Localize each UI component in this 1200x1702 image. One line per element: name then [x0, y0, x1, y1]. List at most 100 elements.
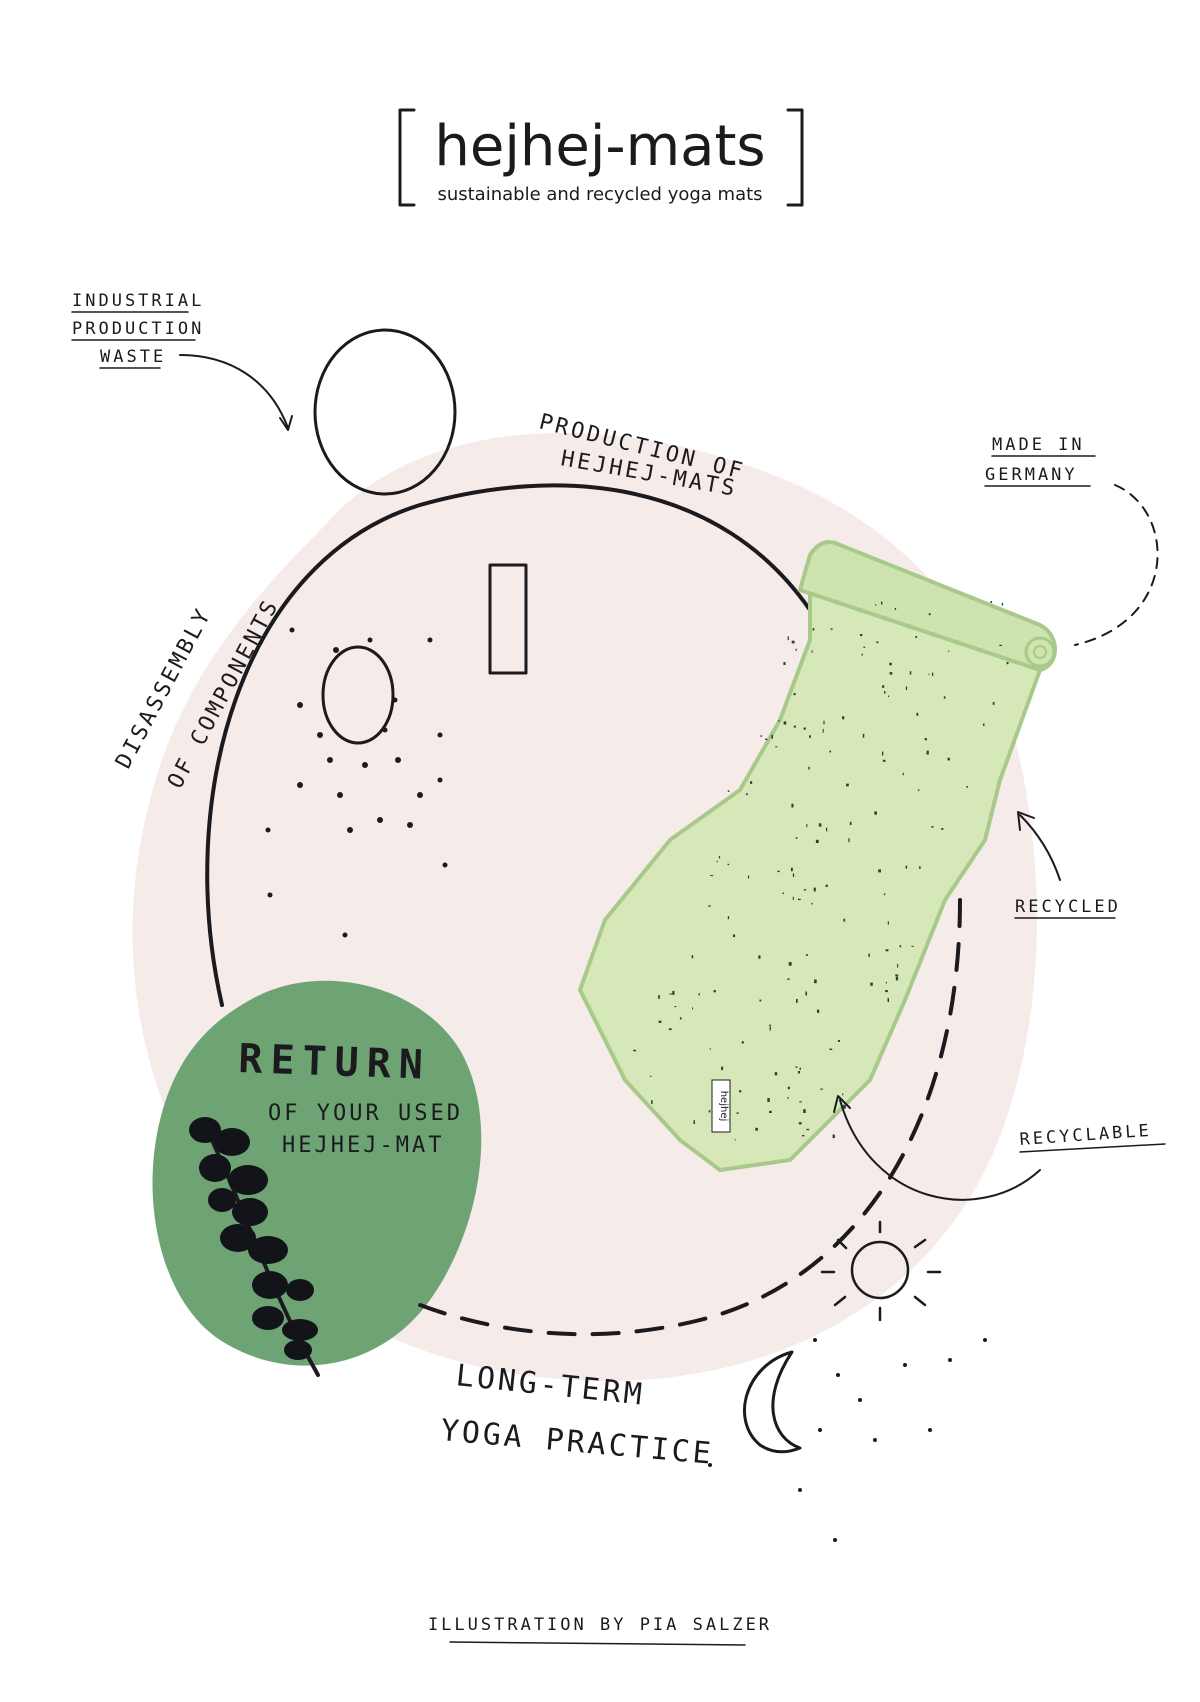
mat-speckle	[713, 990, 716, 993]
mat-speckle	[948, 650, 950, 652]
mat-speckle	[1001, 602, 1003, 606]
mat-speckle	[911, 945, 914, 947]
mat-speckle	[878, 869, 881, 873]
component-rect	[488, 563, 528, 675]
made-in-line-2: GERMANY	[985, 465, 1078, 485]
mat-tag	[711, 1079, 731, 1133]
mat-speckle	[992, 702, 995, 705]
mat-speckle	[716, 860, 718, 863]
mat-speckle	[795, 837, 798, 839]
yoga-mat: hejhej	[577, 540, 1057, 1173]
mat-speckle	[897, 963, 899, 968]
mat-speckle	[809, 735, 811, 738]
mat-speckle	[783, 662, 786, 665]
recycled-label: RECYCLED	[1015, 897, 1121, 917]
mat-speckle	[747, 875, 750, 879]
mat-speckle	[787, 1097, 789, 1099]
mat-speckle	[787, 978, 790, 980]
mat-speckle	[668, 1028, 672, 1031]
mat-speckle	[909, 671, 912, 675]
mat-speckle	[798, 1122, 802, 1125]
mat-speckle	[919, 866, 921, 869]
mat-speckle	[693, 1120, 695, 1124]
mat-speckle	[795, 1066, 798, 1068]
mat-speckle	[741, 1041, 744, 1044]
mat-speckle	[669, 993, 673, 995]
mat-speckle	[755, 1127, 758, 1131]
mat-speckle	[932, 672, 934, 676]
footer-credit: ILLUSTRATION BY PIA SALZER	[428, 1615, 772, 1646]
mat-speckle	[837, 1040, 840, 1042]
mat-speckle	[982, 723, 985, 726]
mat-speckle	[708, 905, 711, 907]
mat-speckle	[868, 953, 870, 957]
label-return: RETURN OF YOUR USED HEJHEJ-MAT	[238, 1036, 460, 1158]
mat-speckle	[846, 783, 849, 787]
mat-speckle	[806, 823, 808, 828]
mat-speckle	[928, 613, 931, 616]
brand-logo: hejhej-mats sustainable and recycled yog…	[398, 108, 804, 207]
mat-speckle	[698, 993, 700, 996]
mat-speckle	[882, 685, 885, 688]
mat-speckle	[883, 893, 886, 896]
mat-speckle	[916, 712, 919, 716]
mat-speckle	[799, 1101, 802, 1103]
mat-speckle	[905, 686, 908, 690]
mat-speckle	[814, 979, 817, 984]
credit-text: ILLUSTRATION BY PIA SALZER	[428, 1615, 772, 1635]
mat-speckle	[812, 628, 815, 631]
mat-speckle	[733, 934, 736, 937]
mat-speckle	[825, 884, 828, 887]
mat-speckle	[651, 1100, 653, 1104]
mat-speckle	[885, 990, 888, 993]
label-made-in-germany: MADE IN GERMANY	[984, 435, 1096, 487]
brand-tagline: sustainable and recycled yoga mats	[437, 184, 762, 205]
mat-speckle	[777, 870, 780, 873]
mat-speckle	[808, 766, 810, 770]
mat-speckle	[849, 821, 852, 826]
mat-speckle	[843, 918, 846, 922]
germany-dashed-line	[1074, 484, 1159, 646]
mat-speckle	[774, 1072, 778, 1076]
long-term-line-2: YOGA PRACTICE	[439, 1413, 715, 1472]
mat-speckle	[759, 999, 762, 1002]
mat-speckle	[739, 1090, 742, 1093]
mat-speckle	[721, 1066, 724, 1071]
mat-speckle	[765, 738, 768, 740]
mat-speckle	[829, 750, 832, 753]
mat-speckle	[832, 1134, 835, 1139]
mat-speckle	[672, 990, 675, 995]
mat-speckle	[815, 839, 819, 843]
mat-speckle	[769, 1024, 771, 1027]
mat-speckle	[788, 962, 792, 966]
mat-speckle	[727, 790, 730, 792]
mat-speckle	[790, 867, 793, 872]
mat-speckle	[777, 720, 780, 722]
mat-speckle	[862, 733, 865, 738]
component-dots	[265, 627, 448, 938]
mat-tag-text: hejhej	[718, 1091, 729, 1122]
mat-speckle	[674, 1006, 677, 1008]
mat-speckle	[966, 786, 968, 788]
industrial-waste-line-3: WASTE	[100, 347, 166, 367]
mat-speckle	[818, 823, 822, 827]
mat-speckle	[905, 865, 908, 869]
mat-speckle	[882, 751, 884, 756]
mat-speckle	[902, 772, 904, 776]
mat-speckle	[792, 873, 795, 877]
mat-speckle	[746, 793, 748, 796]
mat-speckle	[990, 601, 993, 603]
waste-arrow-head	[279, 415, 293, 431]
mat-speckle	[882, 759, 886, 762]
industrial-waste-line-1: INDUSTRIAL	[72, 291, 204, 311]
mat-speckle	[633, 1049, 637, 1052]
mat-speckle	[793, 725, 796, 728]
mat-speckle	[736, 1112, 739, 1114]
mat-speckle	[803, 727, 806, 730]
mat-speckle	[796, 999, 798, 1003]
mat-speckle	[870, 982, 873, 986]
mat-speckle	[797, 898, 801, 901]
mat-speckle	[1006, 661, 1009, 665]
mat-speckle	[718, 856, 721, 859]
mat-speckle	[915, 636, 918, 638]
